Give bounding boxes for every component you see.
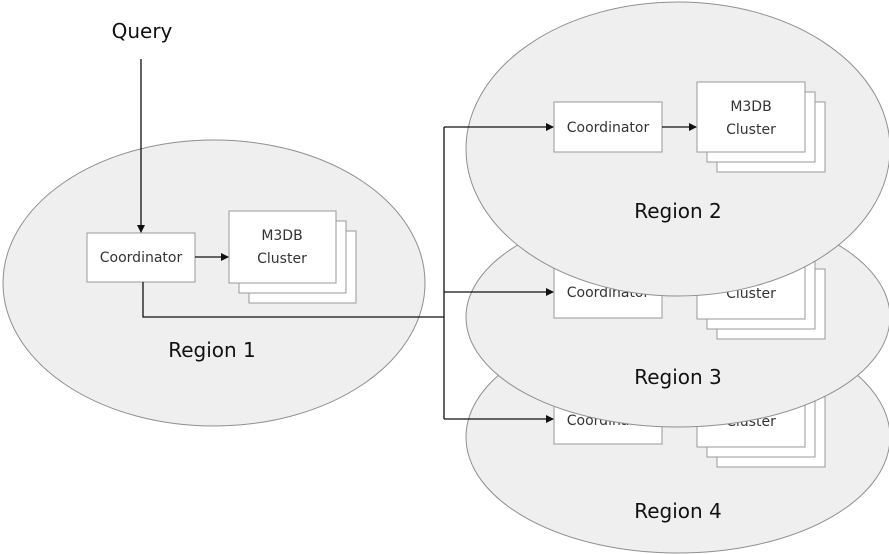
region-2-boundary	[465, 1, 889, 297]
region-4-label: Region 4	[634, 499, 722, 523]
region-1-coordinator-label: Coordinator	[100, 250, 183, 266]
region-3-label: Region 3	[634, 365, 722, 389]
region-2-label: Region 2	[634, 199, 722, 223]
region-2-cluster-label-line1: M3DB	[730, 99, 771, 115]
query-label: Query	[112, 19, 173, 43]
region-1-cluster-box	[228, 210, 337, 284]
edge-region-1-to-remote-trunk	[142, 282, 444, 318]
region-2: M3DB Cluster Coordinator Region 2	[465, 1, 889, 297]
region-1-boundary	[2, 139, 426, 427]
edges	[137, 59, 697, 423]
region-2-coordinator-label: Coordinator	[567, 120, 650, 136]
region-1-coordinator-box	[86, 232, 196, 283]
region-2-cluster-label-line2: Cluster	[726, 122, 776, 138]
region-2-coordinator-box	[553, 101, 663, 153]
region-1-cluster-label-line2: Cluster	[257, 251, 307, 267]
region-1: M3DB Cluster Coordinator Region 1	[2, 139, 426, 427]
region-1-cluster-label-line1: M3DB	[261, 228, 302, 244]
region-2-cluster-box	[696, 81, 806, 153]
region-1-label: Region 1	[168, 338, 256, 362]
